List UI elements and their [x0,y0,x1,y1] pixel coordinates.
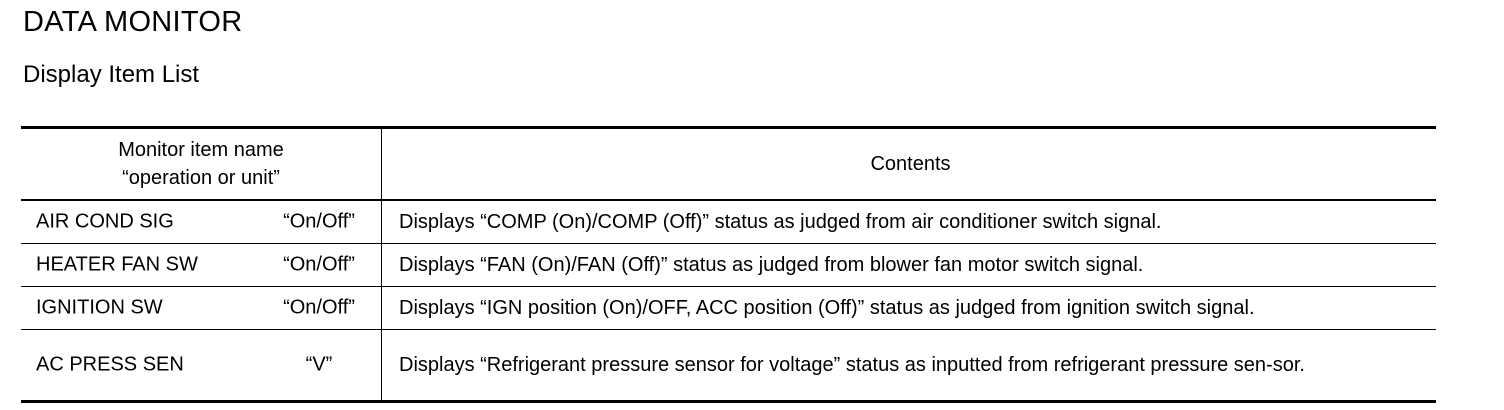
monitor-item-cell: AC PRESS SEN “V” [21,329,382,403]
contents-cell: Displays “FAN (On)/FAN (Off)” status as … [381,243,1436,287]
contents-cell: Displays “IGN position (On)/OFF, ACC pos… [381,286,1436,330]
header-monitor-item-line1: Monitor item name [118,139,284,161]
monitor-item-unit: “On/Off” [283,253,355,276]
monitor-item-cell: AIR COND SIG “On/Off” [21,199,382,244]
table-row: AIR COND SIG “On/Off” Displays “COMP (On… [21,199,1436,244]
table-row: HEATER FAN SW “On/Off” Displays “FAN (On… [21,243,1436,287]
header-contents: Contents [381,126,1436,201]
monitor-item-cell: IGNITION SW “On/Off” [21,286,382,330]
contents-text: Displays “Refrigerant pressure sensor fo… [399,353,1305,376]
monitor-item-name: IGNITION SW [36,296,163,319]
table-row: AC PRESS SEN “V” Displays “Refrigerant p… [21,329,1436,403]
section-subtitle: Display Item List [23,61,200,88]
header-monitor-item-line2: “operation or unit” [122,167,280,189]
table-header-row: Monitor item name “operation or unit” Co… [21,126,1436,201]
page-title: DATA MONITOR [23,6,243,38]
monitor-item-name: HEATER FAN SW [36,253,198,276]
header-monitor-item: Monitor item name “operation or unit” [21,126,382,201]
monitor-item-name: AIR COND SIG [36,210,174,233]
contents-cell: Displays “COMP (On)/COMP (Off)” status a… [381,199,1436,244]
contents-text: Displays “IGN position (On)/OFF, ACC pos… [399,296,1255,319]
monitor-item-unit: “V” [305,353,333,376]
monitor-item-unit: “On/Off” [283,210,355,233]
contents-cell: Displays “Refrigerant pressure sensor fo… [381,329,1436,403]
contents-text: Displays “COMP (On)/COMP (Off)” status a… [399,210,1162,233]
display-item-table: Monitor item name “operation or unit” Co… [21,126,1436,403]
monitor-item-name: AC PRESS SEN [36,353,184,376]
table-row: IGNITION SW “On/Off” Displays “IGN posit… [21,286,1436,330]
contents-text: Displays “FAN (On)/FAN (Off)” status as … [399,253,1144,276]
monitor-item-cell: HEATER FAN SW “On/Off” [21,243,382,287]
monitor-item-unit: “On/Off” [283,296,355,319]
